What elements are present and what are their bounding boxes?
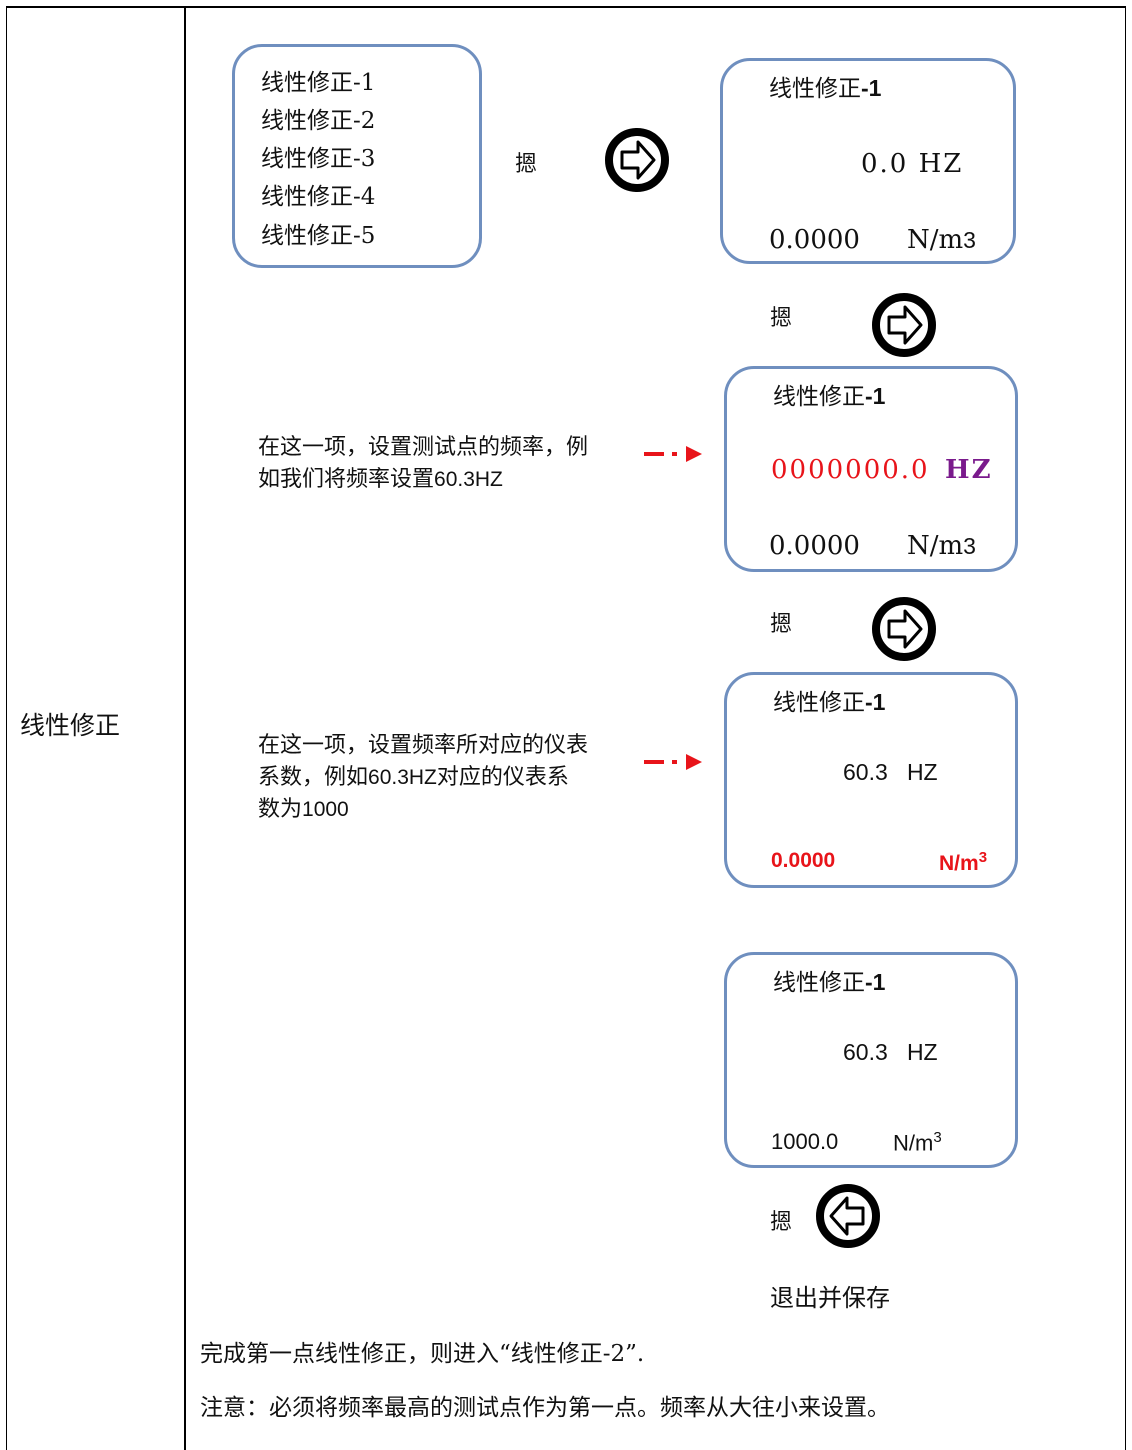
coefficient-unit: N/m3 xyxy=(939,849,987,876)
screen-title-text: 线性修正 xyxy=(769,76,861,102)
desc-text: 对应的仪表系 xyxy=(436,765,569,790)
unit-exponent: 3 xyxy=(963,533,976,559)
frequency-value: 60.3 xyxy=(843,759,888,785)
desc-line: 在这一项，设置测试点的频率，例 xyxy=(258,435,589,460)
desc-number: 60.3HZ xyxy=(368,766,437,789)
arrow-left-circle-icon[interactable] xyxy=(816,1184,880,1248)
coefficient-unit: N/m3 xyxy=(907,225,976,255)
unit-exponent: 3 xyxy=(933,1129,942,1146)
unit-text: N/m xyxy=(907,531,964,561)
exit-save-label: 退出并保存 xyxy=(770,1284,890,1312)
frequency-input[interactable]: 0000000.0 xyxy=(771,455,930,485)
lcd-screen-4: 线性修正-1 60.3 HZ 1000.0 N/m3 xyxy=(724,952,1018,1168)
coefficient-input[interactable]: 0.0000 xyxy=(771,849,836,872)
step-description-1: 在这一项，设置测试点的频率，例 如我们将频率设置60.3HZ xyxy=(258,432,588,496)
screen-title-number: -1 xyxy=(861,75,882,101)
desc-number: 1000 xyxy=(302,798,349,821)
key-label: 摁 xyxy=(770,1210,793,1235)
screen-title-number: -1 xyxy=(865,689,886,715)
desc-text: 数为 xyxy=(258,797,303,822)
screen-title-text: 线性修正 xyxy=(773,970,865,996)
desc-line: 如我们将频率设置60.3HZ xyxy=(258,464,588,496)
frequency-value: 60.3 xyxy=(843,1039,888,1065)
key-label: 摁 xyxy=(770,612,793,637)
dashed-arrow-icon xyxy=(644,754,702,770)
screen-title: 线性修正-1 xyxy=(773,963,885,997)
note-line-2: 注意：必须将频率最高的测试点作为第一点。频率从大往小来设置。 xyxy=(200,1395,890,1421)
coefficient-value: 0.0000 xyxy=(769,225,860,255)
arrow-right-circle-icon[interactable] xyxy=(605,128,669,192)
step-description-2: 在这一项，设置频率所对应的仪表 系数，例如60.3HZ对应的仪表系 数为1000 xyxy=(258,730,588,826)
unit-exponent: 3 xyxy=(963,227,976,253)
column-divider xyxy=(184,6,186,1450)
frequency-unit: HZ xyxy=(906,1039,938,1065)
desc-number: 60.3HZ xyxy=(434,468,503,491)
menu-item[interactable]: 线性修正-3 xyxy=(261,146,376,172)
menu-item[interactable]: 线性修正-5 xyxy=(261,223,376,249)
screen-title: 线性修正-1 xyxy=(769,69,881,103)
key-label: 摁 xyxy=(770,306,793,331)
menu-item[interactable]: 线性修正-4 xyxy=(261,184,376,210)
menu-screen: 线性修正-1 线性修正-2 线性修正-3 线性修正-4 线性修正-5 xyxy=(232,44,482,268)
coefficient-value: 0.0000 xyxy=(769,531,860,561)
lcd-screen-2: 线性修正-1 0000000.0 HZ 0.0000 N/m3 xyxy=(724,366,1018,572)
frequency-display: 60.3 HZ xyxy=(843,759,938,786)
desc-line: 数为1000 xyxy=(258,794,588,826)
screen-title-text: 线性修正 xyxy=(773,690,865,716)
unit-exponent: 3 xyxy=(978,849,988,866)
frequency-display: 60.3 HZ xyxy=(843,1039,938,1066)
arrow-right-circle-icon[interactable] xyxy=(872,293,936,357)
note-line-1: 完成第一点线性修正，则进入“线性修正-2”. xyxy=(200,1341,645,1367)
desc-line: 系数，例如60.3HZ对应的仪表系 xyxy=(258,762,588,794)
screen-title-number: -1 xyxy=(865,969,886,995)
lcd-screen-1: 线性修正-1 0.0 HZ 0.0000 N/m3 xyxy=(720,58,1016,264)
unit-text: N/m xyxy=(907,225,964,255)
screen-title-number: -1 xyxy=(865,383,886,409)
desc-line: 在这一项，设置频率所对应的仪表 xyxy=(258,733,589,758)
frequency-unit: HZ xyxy=(945,455,993,485)
unit-text: N/m xyxy=(893,1130,934,1156)
key-label: 摁 xyxy=(515,152,538,177)
menu-item[interactable]: 线性修正-1 xyxy=(261,70,376,96)
row-label: 线性修正 xyxy=(20,711,121,740)
coefficient-value: 1000.0 xyxy=(771,1129,839,1154)
desc-text: 如我们将频率设置 xyxy=(258,467,435,492)
screen-title: 线性修正-1 xyxy=(773,377,885,411)
frequency-value: 0.0 HZ xyxy=(861,149,964,179)
screen-title: 线性修正-1 xyxy=(773,683,885,717)
unit-text: N/m xyxy=(939,852,979,875)
desc-text: 系数，例如 xyxy=(258,765,369,790)
arrow-right-circle-icon[interactable] xyxy=(872,597,936,661)
frequency-unit: HZ xyxy=(906,759,938,785)
coefficient-unit: N/m3 xyxy=(893,1129,942,1156)
dashed-arrow-icon xyxy=(644,446,702,462)
screen-title-text: 线性修正 xyxy=(773,384,865,410)
coefficient-unit: N/m3 xyxy=(907,531,976,561)
menu-item[interactable]: 线性修正-2 xyxy=(261,108,376,134)
lcd-screen-3: 线性修正-1 60.3 HZ 0.0000 N/m3 xyxy=(724,672,1018,888)
table-frame xyxy=(6,6,1126,1450)
